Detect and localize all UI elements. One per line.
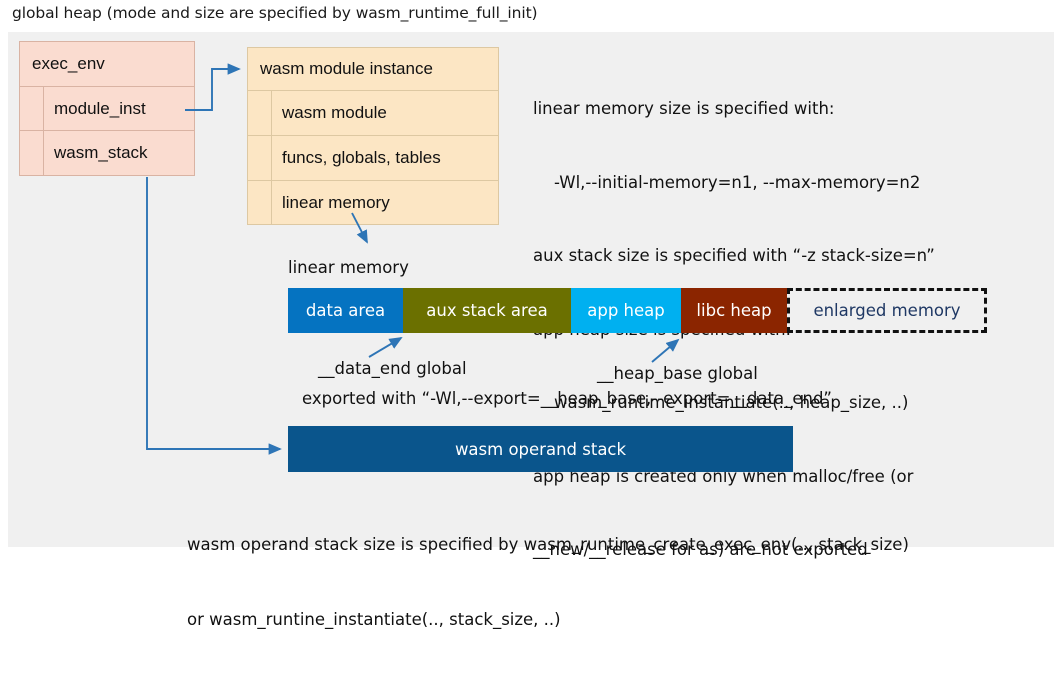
linear-memory-bar: data area aux stack area app heap libc h… xyxy=(288,288,987,333)
indent-gutter xyxy=(20,87,44,130)
linear-memory-label: linear memory xyxy=(288,258,409,277)
memory-segment-aux-stack-area: aux stack area xyxy=(403,288,571,333)
notes-line: -Wl,--initial-memory=n1, --max-memory=n2 xyxy=(533,172,921,192)
memory-segment-app-heap: app heap xyxy=(571,288,681,333)
exec-env-box: exec_env module_inst wasm_stack xyxy=(19,41,195,176)
operand-stack-caption: wasm operand stack size is specified by … xyxy=(187,482,909,682)
memory-segment-libc-heap: libc heap xyxy=(681,288,787,333)
module-instance-header-row: wasm module instance xyxy=(248,48,498,91)
exec-env-field-module-inst: module_inst xyxy=(20,87,194,131)
caption-line: or wasm_runtine_instantiate(.., stack_si… xyxy=(187,610,561,629)
module-instance-field-wasm-module: wasm module xyxy=(248,91,498,136)
heap-base-annotation: __heap_base global xyxy=(597,364,758,383)
exec-env-field-label: module_inst xyxy=(54,98,146,118)
exec-env-field-label: wasm_stack xyxy=(54,143,148,162)
indent-gutter xyxy=(20,131,44,175)
memory-segment-data-area: data area xyxy=(288,288,403,333)
module-instance-field-label: funcs, globals, tables xyxy=(282,148,441,167)
notes-line: linear memory size is specified with: xyxy=(533,99,835,118)
caption-line: wasm operand stack size is specified by … xyxy=(187,535,909,554)
page-title: global heap (mode and size are specified… xyxy=(12,4,538,22)
exec-env-header-label: exec_env xyxy=(32,54,105,73)
indent-gutter xyxy=(248,181,272,225)
indent-gutter xyxy=(248,91,272,135)
diagram-root: global heap (mode and size are specified… xyxy=(8,4,1054,629)
notes-line: wasm_runtime_instantiate(.., heap_size, … xyxy=(533,393,909,412)
exec-env-header-row: exec_env xyxy=(20,42,194,87)
module-instance-field-linear-memory: linear memory xyxy=(248,181,498,225)
notes-line: aux stack size is specified with “-z sta… xyxy=(533,246,935,265)
module-instance-field-label: wasm module xyxy=(282,103,387,122)
wasm-module-instance-box: wasm module instance wasm module funcs, … xyxy=(247,47,499,225)
exported-with-annotation: exported with “-Wl,--export=__heap_base,… xyxy=(302,389,832,408)
data-end-annotation: __data_end global xyxy=(318,359,467,378)
module-instance-field-funcs-globals-tables: funcs, globals, tables xyxy=(248,136,498,181)
indent-gutter xyxy=(248,136,272,180)
module-instance-header-label: wasm module instance xyxy=(260,59,433,78)
wasm-operand-stack-label: wasm operand stack xyxy=(454,439,627,459)
module-instance-field-label: linear memory xyxy=(282,193,390,212)
wasm-operand-stack-box: wasm operand stack xyxy=(288,426,793,472)
memory-segment-enlarged-memory: enlarged memory xyxy=(787,288,987,333)
exec-env-field-wasm-stack: wasm_stack xyxy=(20,131,194,175)
